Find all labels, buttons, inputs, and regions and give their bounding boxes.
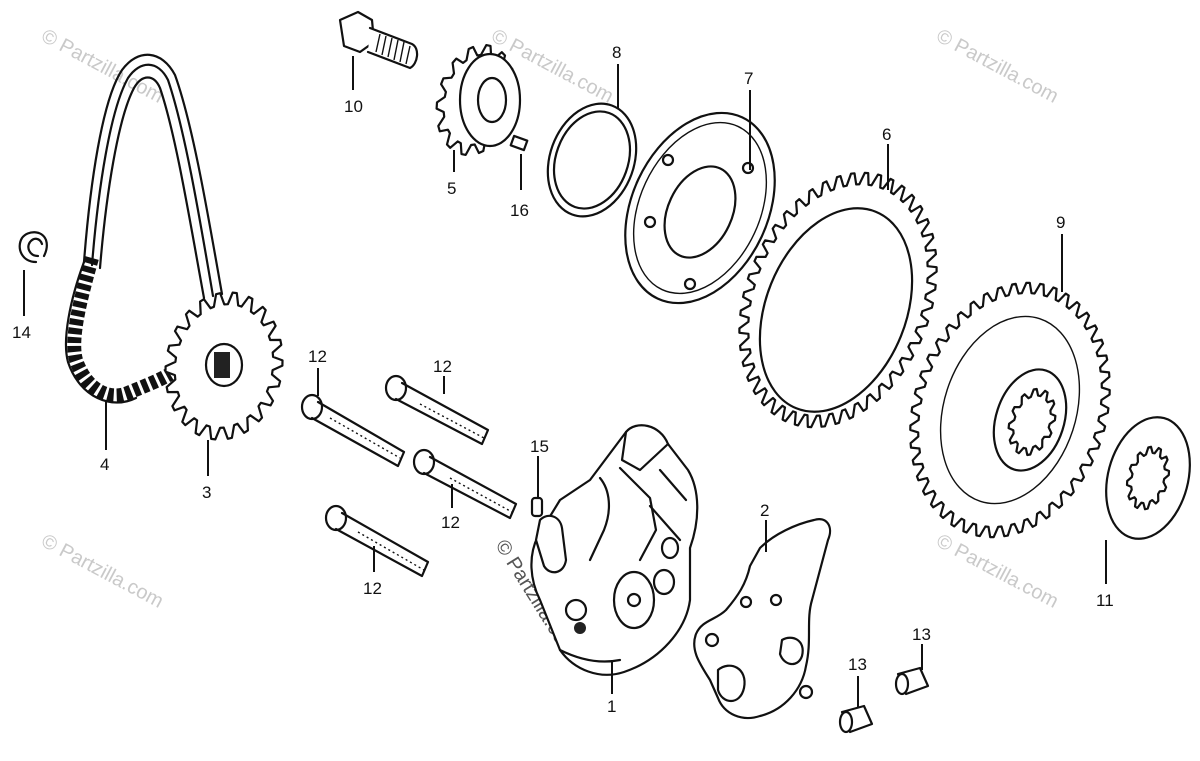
pump-drive-plate [624,111,776,305]
circlip [18,231,48,264]
pump-bolt-middle [412,448,518,520]
primary-driven-gear [909,281,1111,539]
callout-5: 5 [447,179,456,198]
callout-labels: 1 2 3 4 5 6 7 8 9 10 11 12 12 12 12 13 1… [12,43,1114,716]
callout-12-middle: 12 [441,513,460,532]
callout-10: 10 [344,97,363,116]
callout-12-lower: 12 [363,579,382,598]
callout-12-upper-right: 12 [433,357,452,376]
callout-11: 11 [1096,591,1114,610]
callout-14: 14 [12,323,31,342]
callout-7: 7 [744,69,753,88]
callout-16: 16 [510,201,529,220]
callout-1: 1 [607,697,616,716]
callout-6: 6 [882,125,891,144]
spline-washer [1105,416,1191,540]
callout-9: 9 [1056,213,1065,232]
thrust-washer [546,102,638,218]
ring-gear [738,171,938,429]
watermark-top-right: © Partzilla.com [933,25,1062,108]
collar-left [838,704,874,734]
pump-dowel-pin [530,496,544,518]
flange-bolt [338,10,419,70]
oil-pump-body [530,424,699,676]
callout-13-right: 13 [912,625,931,644]
pump-bolt-upper-right [384,374,490,446]
callout-2: 2 [760,501,769,520]
watermark-bottom-right: © Partzilla.com [933,530,1062,613]
pump-bolt-upper-left [300,393,406,468]
leader-lines [23,56,1107,708]
callout-3: 3 [202,483,211,502]
pump-bolt-lower [324,504,430,578]
pump-drive-sprocket [435,43,522,156]
dowel-pin [509,134,529,152]
pump-cover-gasket [693,518,832,720]
watermark-bottom-left: © Partzilla.com [38,530,167,613]
callout-15: 15 [530,437,549,456]
chain-sprocket [164,291,284,441]
callout-13-left: 13 [848,655,867,674]
collar-right [894,666,930,696]
callout-4: 4 [100,455,109,474]
callout-12-upper-left: 12 [308,347,327,366]
callout-8: 8 [612,43,621,62]
watermark-top-left: © Partzilla.com [38,25,167,108]
drive-chain [64,53,224,404]
